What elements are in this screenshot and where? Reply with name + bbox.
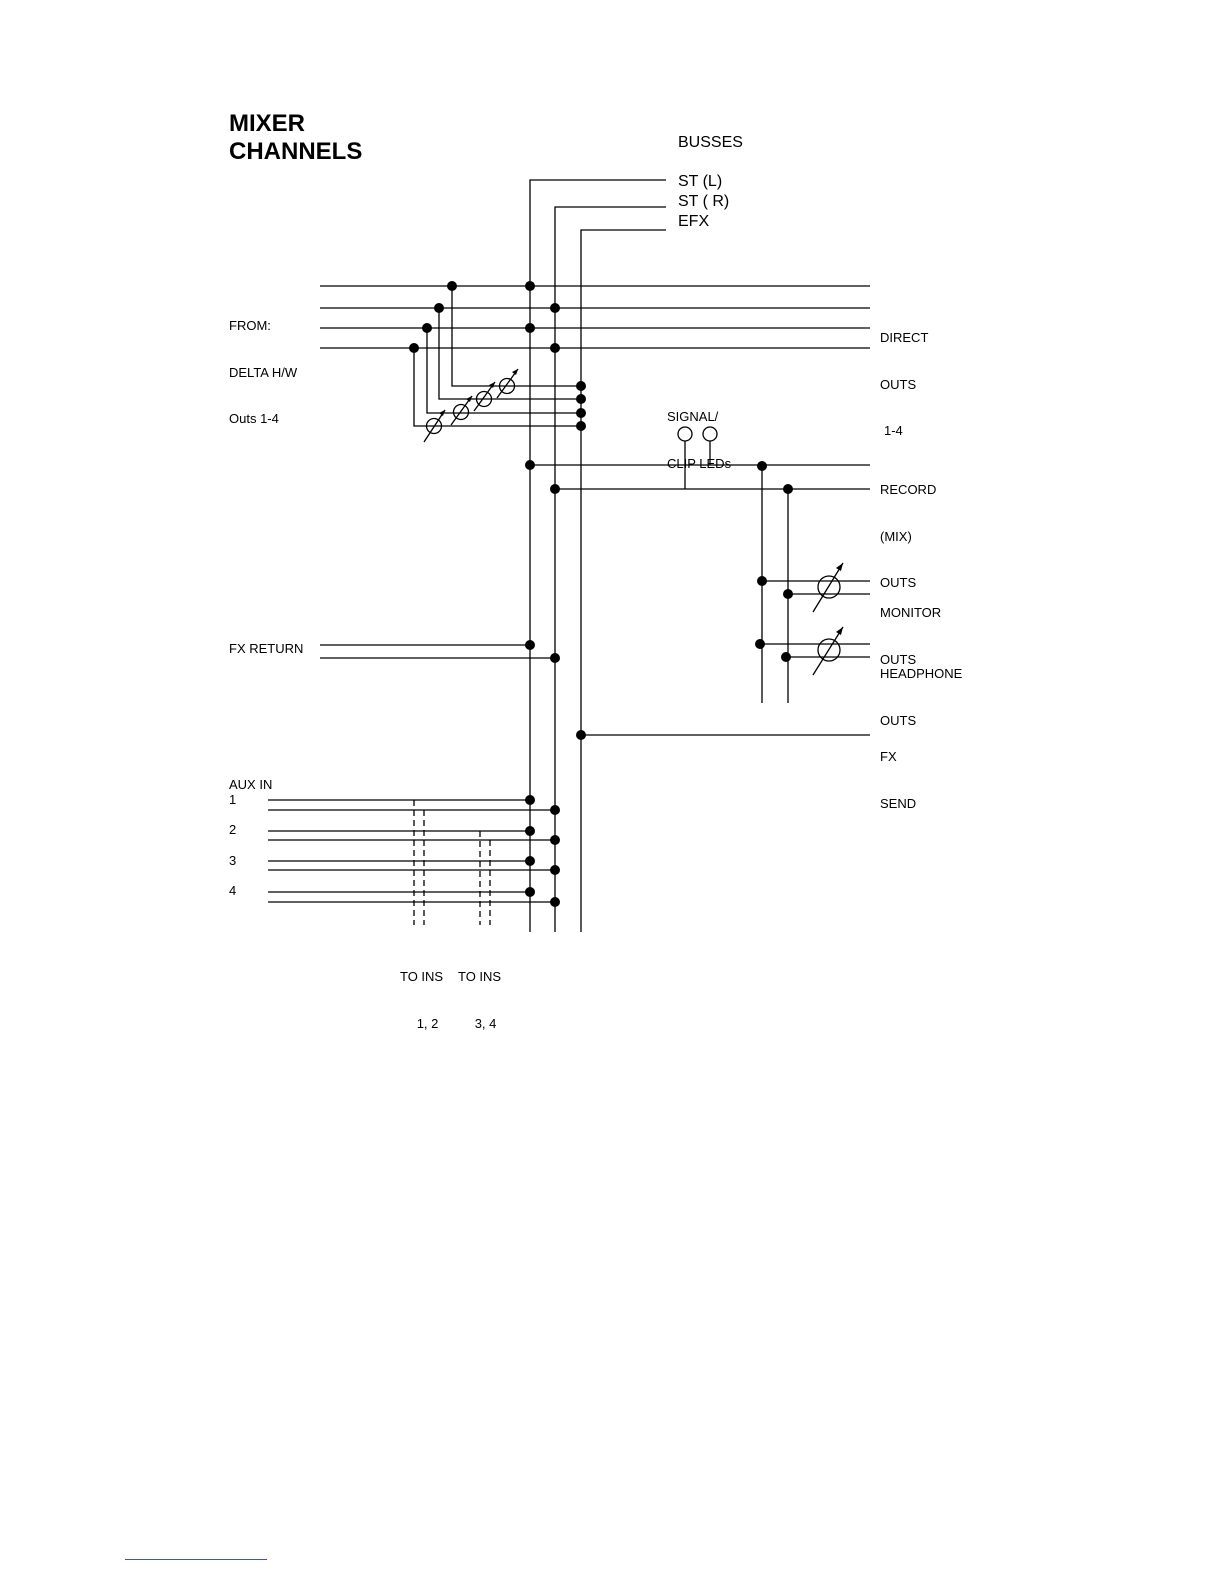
tap-2-wire — [438, 308, 581, 400]
record-line-3: OUTS — [880, 575, 917, 590]
fader-4-icon — [425, 417, 443, 435]
fader-1-icon — [498, 377, 516, 395]
monitor-outs-label: MONITOR OUTS — [880, 574, 941, 683]
tap-4-wire — [413, 348, 581, 427]
fx-send-label: FX SEND — [880, 718, 916, 827]
leds-line-1: SIGNAL/ — [667, 409, 719, 424]
fx-return-label: FX RETURN — [229, 641, 304, 656]
from-line-1: FROM: — [229, 318, 271, 333]
clip-led-icon — [702, 426, 718, 442]
ins12-line-1: TO INS — [400, 969, 444, 984]
to-ins-34-label: TO INS 3, 4 — [458, 938, 501, 1047]
busses-heading: BUSSES — [678, 134, 743, 151]
headphone-line-2: OUTS — [880, 712, 917, 728]
channel-fader-icons — [423, 368, 519, 443]
ins34-line-2: 3, 4 — [474, 1015, 497, 1031]
direct-line-1: DIRECT — [880, 330, 929, 345]
fader-2-icon — [475, 390, 493, 408]
aux-in-label: AUX IN — [229, 777, 273, 792]
direct-line-2: OUTS — [880, 376, 917, 392]
bus-st-right-wire — [554, 206, 666, 932]
aux-3-label: 3 — [229, 853, 237, 868]
monitor-line-1: MONITOR — [880, 605, 942, 620]
record-line-1: RECORD — [880, 482, 937, 497]
bus-st-left-label: ST (L) — [678, 173, 723, 190]
fxsend-line-2: SEND — [880, 795, 917, 811]
from-line-3: Outs 1-4 — [229, 411, 279, 426]
tap-3-wire — [426, 328, 581, 414]
bus-efx-wire — [580, 229, 666, 932]
footnote-rule — [125, 1559, 267, 1560]
fader-3-icon — [452, 403, 470, 421]
headphone-outs-label: HEADPHONE OUTS — [880, 635, 962, 744]
ins34-line-1: TO INS — [458, 969, 502, 984]
junction-dots — [409, 281, 793, 907]
aux-1-label: 1 — [229, 792, 237, 807]
ins12-line-2: 1, 2 — [416, 1015, 439, 1031]
bus-efx-label: EFX — [678, 213, 710, 230]
direct-outs-label: DIRECT OUTS 1-4 — [880, 299, 928, 454]
leds-line-2: CLIP LEDs — [667, 455, 732, 471]
aux-2-label: 2 — [229, 822, 237, 837]
tap-1-wire — [451, 286, 581, 387]
monitor-line-2: OUTS — [880, 651, 917, 667]
bus-st-left-wire — [529, 179, 666, 932]
title-line-1: MIXER — [229, 110, 306, 137]
from-line-2: DELTA H/W — [229, 364, 298, 380]
record-line-2: (MIX) — [880, 528, 912, 544]
headphone-line-1: HEADPHONE — [880, 666, 963, 681]
from-label: FROM: DELTA H/W Outs 1-4 — [229, 287, 297, 442]
direct-line-3: 1-4 — [884, 423, 903, 438]
title-line-2: CHANNELS — [229, 138, 363, 165]
headphone-level-icon — [817, 638, 841, 662]
record-outs-label: RECORD (MIX) OUTS — [880, 451, 936, 606]
signal-clip-leds-label: SIGNAL/ CLIP LEDs — [667, 378, 731, 487]
bus-st-right-label: ST ( R) — [678, 193, 730, 210]
monitor-level-icon — [817, 575, 841, 599]
signal-led-icon — [677, 426, 693, 442]
fxsend-line-1: FX — [880, 749, 897, 764]
diagram-title: MIXER CHANNELS — [229, 110, 362, 166]
to-ins-12-label: TO INS 1, 2 — [400, 938, 443, 1047]
aux-4-label: 4 — [229, 883, 237, 898]
